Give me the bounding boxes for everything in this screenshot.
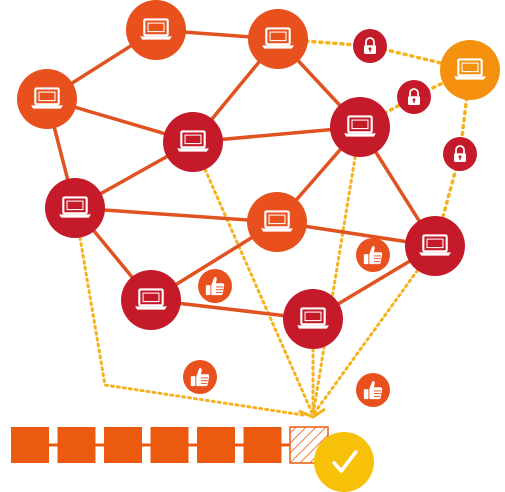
approval-badge-t4 — [356, 373, 390, 407]
network-edges — [45, 28, 437, 321]
flow-line-n5 — [191, 140, 315, 417]
approval-badges — [183, 238, 390, 407]
approval-badge-t3 — [183, 360, 217, 394]
node-circle — [405, 216, 465, 276]
flow-arrowhead — [298, 407, 326, 419]
edge-n7-n8 — [74, 206, 278, 224]
node-circle — [283, 289, 343, 349]
network-nodes — [17, 0, 500, 349]
node-n7 — [45, 178, 105, 238]
node-circle — [45, 178, 105, 238]
flow-line-n6 — [311, 125, 362, 417]
blockchain — [11, 426, 374, 492]
flow-line-n7 — [73, 206, 305, 417]
node-n2 — [126, 0, 186, 60]
node-n11 — [283, 289, 343, 349]
node-n10 — [121, 270, 181, 330]
chain-block-confirmed — [57, 427, 96, 463]
approval-badge-t2 — [356, 238, 390, 272]
node-circle — [121, 270, 181, 330]
chain-block-confirmed — [150, 427, 189, 463]
lock-badge-l2 — [397, 80, 431, 114]
chain-block-confirmed — [243, 427, 282, 463]
node-circle — [126, 0, 186, 60]
node-circle — [248, 9, 308, 69]
flow-line-n9 — [311, 244, 437, 417]
node-n4 — [440, 40, 500, 100]
flow-lines — [73, 125, 437, 419]
node-n1 — [17, 69, 77, 129]
node-circle — [163, 112, 223, 172]
node-circle — [17, 69, 77, 129]
lock-badge-l3 — [443, 137, 477, 171]
node-circle — [247, 192, 307, 252]
node-n6 — [330, 97, 390, 157]
node-n8 — [247, 192, 307, 252]
node-n3 — [248, 9, 308, 69]
approval-badge-t1 — [198, 269, 232, 303]
node-circle — [330, 97, 390, 157]
chain-block-confirmed — [104, 427, 142, 463]
node-circle — [440, 40, 500, 100]
node-n9 — [405, 216, 465, 276]
lock-badge-l1 — [353, 29, 387, 63]
confirmation-badge — [314, 432, 374, 492]
chain-block-confirmed — [197, 427, 235, 463]
node-n5 — [163, 112, 223, 172]
chain-block-confirmed — [11, 427, 49, 463]
lock-badges — [353, 29, 477, 171]
